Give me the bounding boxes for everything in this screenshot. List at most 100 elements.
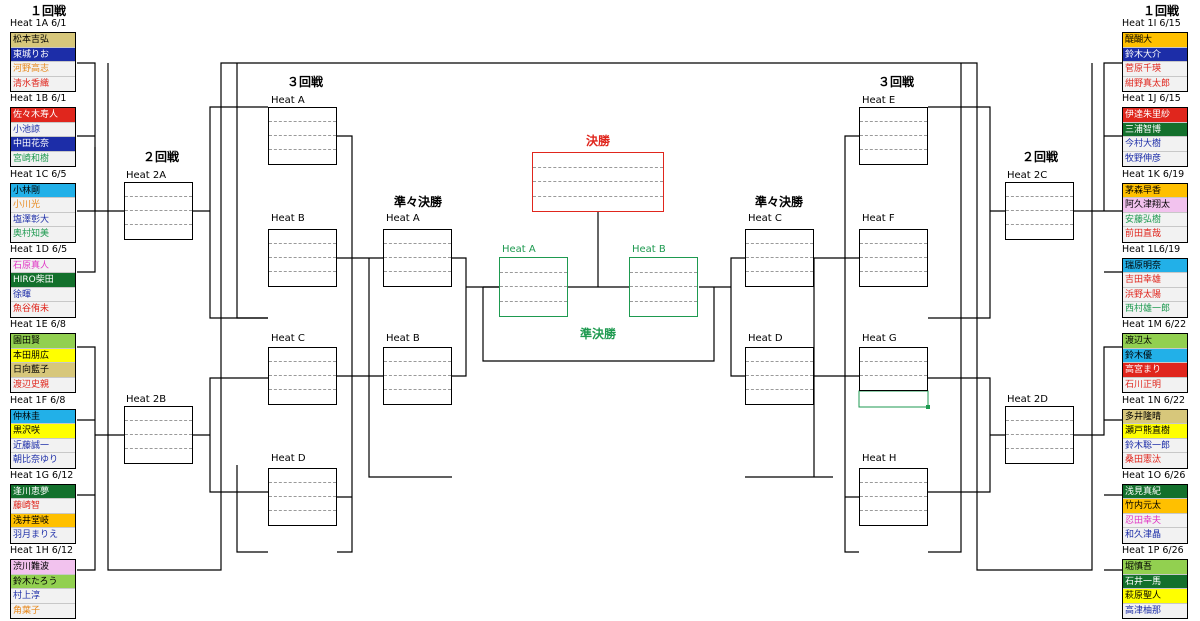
heat-2c-title: Heat 2C xyxy=(1007,170,1048,181)
player-cell: 今村大樹 xyxy=(1123,137,1187,152)
round1-heat-title: Heat 1H 6/12 xyxy=(10,545,74,557)
player-cell: 渋川難波 xyxy=(11,560,75,575)
heat-g-r3-box xyxy=(859,347,928,391)
sf-heat-b-box xyxy=(629,257,698,317)
qf-heat-a-title: Heat A xyxy=(386,213,420,224)
heat-c-r3-title: Heat C xyxy=(271,333,305,344)
heat-g-r3-title: Heat G xyxy=(862,333,897,344)
player-cell: 桑田憲汰 xyxy=(1123,453,1187,468)
qf-heat-b-box xyxy=(383,347,452,405)
player-cell: 石井一馬 xyxy=(1123,574,1187,590)
player-cell: 高津柚那 xyxy=(1123,603,1187,619)
player-cell: 日向藍子 xyxy=(11,363,75,378)
player-cell: 徐暉 xyxy=(11,287,75,303)
player-cell: 忍田幸夫 xyxy=(1123,513,1187,529)
player-cell: 浜野太陽 xyxy=(1123,287,1187,303)
player-cell: 安藤弘樹 xyxy=(1123,212,1187,228)
round1-heat-title: Heat 1D 6/5 xyxy=(10,243,68,255)
sf-heat-b-title: Heat B xyxy=(632,244,666,255)
round1-heat-box: 多井隆晴瀬戸熊直樹鈴木聡一郎桑田憲汰 xyxy=(1122,408,1188,469)
player-cell: 鈴木聡一郎 xyxy=(1123,438,1187,453)
player-cell: HIRO柴田 xyxy=(11,273,75,288)
round1-heat-title: Heat 1P 6/26 xyxy=(1122,545,1184,557)
round1-heat-box: 園田賢本田朋広日向藍子渡辺史親 xyxy=(10,333,76,394)
heat-d-r3-box xyxy=(268,468,337,526)
round1-heat-title: Heat 1K 6/19 xyxy=(1122,168,1185,180)
round1-heat-box: 仲林圭黒沢咲近藤誠一朝比奈ゆり xyxy=(10,408,76,469)
player-cell: 鈴木たろう xyxy=(11,574,75,590)
heat-h-r3-title: Heat H xyxy=(862,453,897,464)
sf-heat-a-title: Heat A xyxy=(502,244,536,255)
player-cell: 佐々木寿人 xyxy=(11,108,75,123)
round1-heat-title: Heat 1J 6/15 xyxy=(1122,93,1181,105)
heat-h-r3-box xyxy=(859,468,928,526)
player-cell: 伊達朱里紗 xyxy=(1123,108,1187,123)
round3-right-title: ３回戦 xyxy=(878,75,915,89)
round1-heat-title: Heat 1M 6/22 xyxy=(1122,319,1187,331)
player-cell: 宮崎和樹 xyxy=(11,151,75,167)
round1-heat-title: Heat 1O 6/26 xyxy=(1122,469,1186,481)
round1-heat-box: 伊達朱里紗三浦智博今村大樹牧野伸彦 xyxy=(1122,107,1188,168)
player-cell: 仲林圭 xyxy=(11,409,75,424)
player-cell: 高宮まり xyxy=(1123,363,1187,378)
player-cell: 塩澤彰大 xyxy=(11,212,75,228)
qf-heat-d-box xyxy=(745,347,814,405)
player-cell: 和久津晶 xyxy=(1123,528,1187,543)
player-cell: 石川正明 xyxy=(1123,377,1187,393)
heat-d-r3-title: Heat D xyxy=(271,453,306,464)
round1-right-title: １回戦 xyxy=(1143,4,1180,18)
player-cell: 清水香織 xyxy=(11,76,75,91)
player-cell: 西村雄一郎 xyxy=(1123,302,1187,317)
round1-heat-box: 浅見真紀竹内元太忍田幸夫和久津晶 xyxy=(1122,483,1188,544)
player-cell: 渡辺史親 xyxy=(11,377,75,393)
player-cell: 瑞原明奈 xyxy=(1123,258,1187,274)
player-cell: 醍醐大 xyxy=(1123,33,1187,48)
player-cell: 近藤誠一 xyxy=(11,438,75,453)
round1-heat-box: 瑞原明奈吉田幸雄浜野太陽西村雄一郎 xyxy=(1122,257,1188,318)
heat-f-r3-box xyxy=(859,229,928,287)
player-cell: 瀬戸熊直樹 xyxy=(1123,424,1187,439)
player-cell: 竹内元太 xyxy=(1123,499,1187,514)
round1-left-title: １回戦 xyxy=(30,4,67,18)
heat-2c-box xyxy=(1005,182,1074,240)
heat-f-r3-title: Heat F xyxy=(862,213,895,224)
player-cell: 紺野真太郎 xyxy=(1123,76,1187,91)
qf-heat-a-box xyxy=(383,229,452,287)
round1-heat-title: Heat 1B 6/1 xyxy=(10,93,67,105)
qf-heat-d-title: Heat D xyxy=(748,333,783,344)
heat-2b-box xyxy=(124,406,193,464)
qf-heat-b-title: Heat B xyxy=(386,333,420,344)
player-cell: 園田賢 xyxy=(11,334,75,349)
round1-heat-box: 醍醐大鈴木大介菅原千瑛紺野真太郎 xyxy=(1122,32,1188,92)
round1-heat-title: Heat 1L6/19 xyxy=(1122,243,1181,255)
heat-e-r3-box xyxy=(859,107,928,165)
player-cell: 萩原聖人 xyxy=(1123,589,1187,604)
round1-heat-title: Heat 1F 6/8 xyxy=(10,394,66,406)
quarterfinal-left-title: 準々決勝 xyxy=(394,195,443,209)
player-cell: 逢川恵夢 xyxy=(11,484,75,500)
round1-heat-title: Heat 1I 6/15 xyxy=(1122,18,1181,29)
player-cell: 東城りお xyxy=(11,47,75,62)
heat-a-r3-title: Heat A xyxy=(271,95,305,106)
round1-heat-box: 佐々木寿人小池諒中田花奈宮崎和樹 xyxy=(10,107,76,168)
round1-heat-box: 堀慎吾石井一馬萩原聖人高津柚那 xyxy=(1122,559,1188,620)
heat-b-r3-title: Heat B xyxy=(271,213,305,224)
player-cell: 茅森早香 xyxy=(1123,183,1187,199)
round1-heat-title: Heat 1G 6/12 xyxy=(10,469,74,481)
round1-heat-box: 渋川難波鈴木たろう村上淳角葉子 xyxy=(10,559,76,620)
player-cell: 鈴木大介 xyxy=(1123,47,1187,62)
round3-left-title: ３回戦 xyxy=(287,75,324,89)
round2-right-title: ２回戦 xyxy=(1022,150,1059,164)
round2-left-title: ２回戦 xyxy=(143,150,180,164)
player-cell: 藤崎智 xyxy=(11,499,75,514)
heat-2a-box xyxy=(124,182,193,240)
final-box xyxy=(532,152,664,212)
round1-heat-box: 茅森早香阿久津翔太安藤弘樹前田直哉 xyxy=(1122,182,1188,243)
quarterfinal-right-title: 準々決勝 xyxy=(755,195,804,209)
player-cell: 鈴木優 xyxy=(1123,348,1187,364)
player-cell: 本田朋広 xyxy=(11,348,75,364)
round1-heat-title: Heat 1C 6/5 xyxy=(10,168,67,180)
player-cell: 石原真人 xyxy=(11,258,75,274)
